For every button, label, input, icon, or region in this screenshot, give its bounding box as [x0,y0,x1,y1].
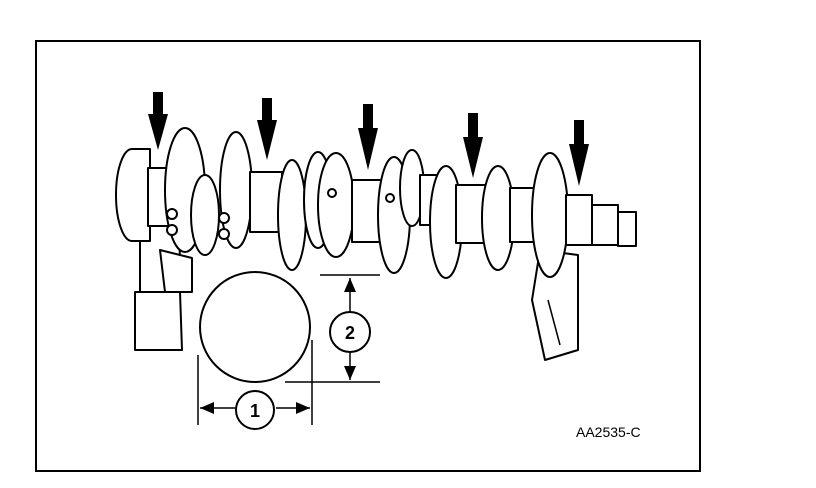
arrow-icon [569,120,589,186]
figure-code: AA2535-C [576,424,641,440]
callout-2 [329,311,371,353]
arrow-icon [358,104,378,170]
arrow-icon [463,113,483,178]
journal-cross-section [199,271,311,383]
dimension-2: 2 [285,274,380,383]
arrow-icon [257,98,277,160]
callout-1 [235,390,275,430]
callout-1-label: 1 [250,401,260,421]
callout-2-label: 2 [345,323,355,343]
arrow-icon [148,92,168,150]
figure-frame [35,40,701,472]
right-support-stand [531,249,579,361]
crankshaft-body [115,127,637,279]
journal-arrows [148,92,589,186]
